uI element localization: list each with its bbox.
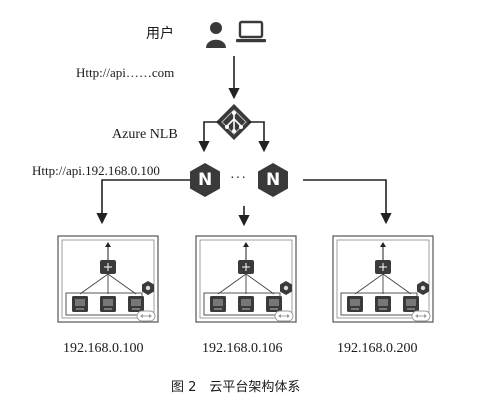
server-clusters [57, 235, 434, 323]
person-icon [206, 22, 226, 48]
nginx-url: Http://api.192.168.0.100 [32, 163, 160, 178]
cluster-ip-2: 192.168.0.106 [202, 341, 283, 356]
arrow-lb-to-nginx-left [198, 121, 220, 153]
server-icon [128, 296, 144, 312]
load-balancer-label: Azure NLB [112, 127, 178, 142]
server-cluster-box [57, 235, 159, 323]
server-icon [347, 296, 363, 312]
resize-icon [411, 310, 431, 322]
cluster-balancer-icon [238, 242, 254, 274]
nginx-glyph: N [266, 170, 281, 190]
server-icon [72, 296, 88, 312]
nginx-icon [190, 163, 220, 197]
cluster-ip-3: 192.168.0.200 [337, 341, 418, 356]
nginx-glyph: N [198, 170, 213, 190]
server-icon [238, 296, 254, 312]
user-label: 用户 [146, 26, 174, 42]
laptop-icon [236, 20, 266, 43]
container-badge-icon [417, 281, 429, 295]
server-cluster-box [195, 235, 297, 323]
figure-caption: 图 2 云平台架构体系 [171, 380, 301, 395]
container-badge-icon [280, 281, 292, 295]
server-icon [266, 296, 282, 312]
azure-load-balancer-icon [216, 104, 252, 140]
cluster-balancer-icon [375, 242, 391, 274]
request-url: Http://api……com [76, 65, 175, 80]
resize-icon [274, 310, 294, 322]
cluster-ip-1: 192.168.0.100 [63, 341, 144, 356]
arrow-nginx-to-cluster-1 [96, 179, 190, 225]
server-icon [100, 296, 116, 312]
server-cluster-box [332, 235, 434, 323]
container-badge-icon [142, 281, 154, 295]
arrow-lb-to-nginx-right [248, 121, 270, 153]
arrow-nginx-to-cluster-3 [303, 179, 392, 225]
cluster-balancer-icon [100, 242, 116, 274]
resize-icon [136, 310, 156, 322]
server-icon [375, 296, 391, 312]
server-icon [210, 296, 226, 312]
nginx-ellipsis: ··· [230, 171, 247, 186]
server-icon [403, 296, 419, 312]
nginx-icon [258, 163, 288, 197]
